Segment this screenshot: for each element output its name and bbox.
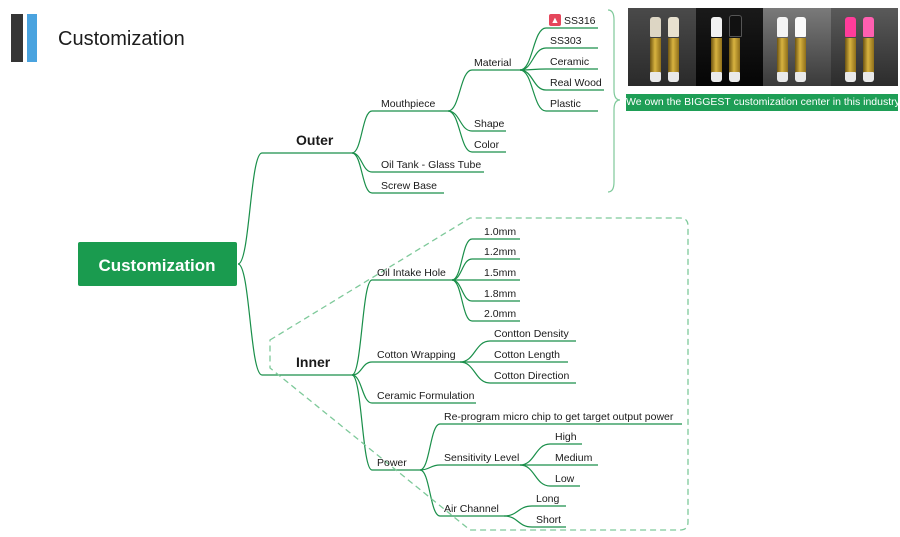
- inner-dashed-outline: [269, 217, 689, 531]
- edge-outer-mouthpiece: [351, 110, 448, 154]
- product-photo-4: [830, 8, 898, 86]
- root-label: Customization: [98, 256, 215, 275]
- intake-item-1: 1.0mm: [484, 226, 516, 238]
- sensitivity-label: Sensitivity Level: [444, 452, 519, 464]
- material-item-ss316: SS316: [564, 15, 596, 27]
- edge-inner-power: [351, 374, 420, 471]
- flame-icon: ▲: [549, 14, 561, 26]
- inner-label: Inner: [296, 354, 331, 370]
- edge-inner-cotton: [351, 361, 460, 376]
- intake-item-5: 2.0mm: [484, 308, 516, 320]
- intake-item-3: 1.5mm: [484, 267, 516, 279]
- material-bracket: [607, 9, 621, 193]
- edge-inner-ceramic: [351, 374, 476, 404]
- cotton-item-density: Contton Density: [494, 328, 569, 340]
- cotton-item-length: Cotton Length: [494, 349, 560, 361]
- sensitivity-medium: Medium: [555, 452, 593, 464]
- air-channel-label: Air Channel: [444, 503, 499, 515]
- product-photo-2: [695, 8, 763, 86]
- edge-outer-screwbase: [351, 152, 444, 194]
- oil-intake-label: Oil Intake Hole: [377, 267, 446, 279]
- cotton-label: Cotton Wrapping: [377, 349, 456, 361]
- air-short: Short: [536, 514, 561, 526]
- customization-banner: We own the BIGGEST customization center …: [626, 94, 900, 111]
- outer-label: Outer: [296, 132, 334, 148]
- header-accent-bar-blue: [27, 14, 37, 62]
- shape-label: Shape: [474, 118, 505, 130]
- oiltank-label: Oil Tank - Glass Tube: [381, 159, 481, 171]
- cotton-item-direction: Cotton Direction: [494, 370, 569, 382]
- edge-root-outer: [237, 152, 352, 265]
- edge-root-inner: [237, 263, 352, 376]
- sensitivity-low: Low: [555, 473, 575, 485]
- product-photo-1: [628, 8, 696, 86]
- page-title: Customization: [58, 28, 185, 50]
- intake-item-4: 1.8mm: [484, 288, 516, 300]
- color-label: Color: [474, 139, 500, 151]
- material-item-plastic: Plastic: [550, 98, 581, 110]
- reprogram-label: Re-program micro chip to get target outp…: [444, 411, 674, 423]
- material-item-real-wood: Real Wood: [550, 77, 602, 89]
- root-node: [78, 242, 237, 286]
- header-accent-bar-dark: [11, 14, 23, 62]
- power-label: Power: [377, 457, 407, 469]
- edge-inner-oilintake: [351, 279, 452, 376]
- air-long: Long: [536, 493, 560, 505]
- product-photo-3: [763, 8, 831, 86]
- screwbase-label: Screw Base: [381, 180, 437, 192]
- material-item-ss303: SS303: [550, 35, 582, 47]
- product-photos: [628, 8, 898, 86]
- material-item-ceramic: Ceramic: [550, 56, 589, 68]
- mouthpiece-label: Mouthpiece: [381, 98, 435, 110]
- ceramic-formulation-label: Ceramic Formulation: [377, 390, 475, 402]
- edge-mouthpiece-material: [447, 69, 520, 112]
- sensitivity-high: High: [555, 431, 577, 443]
- material-label: Material: [474, 57, 511, 69]
- edge-mouthpiece-color: [447, 110, 506, 153]
- intake-item-2: 1.2mm: [484, 246, 516, 258]
